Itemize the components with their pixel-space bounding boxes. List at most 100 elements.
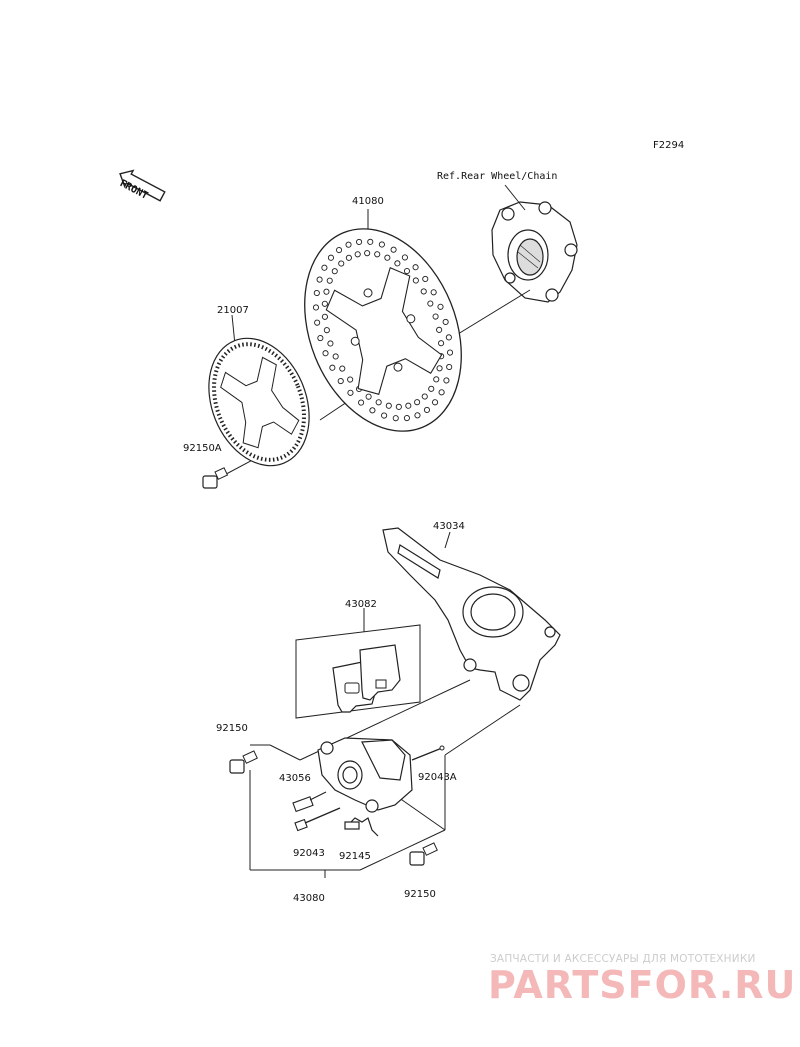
disc-hole: [385, 402, 392, 409]
label-92150-left: 92150: [216, 723, 248, 734]
figure-code: F2294: [653, 140, 685, 151]
brake-disc: [304, 228, 462, 432]
watermark-logo: PARTSFOR.RU: [488, 963, 797, 1007]
label-41080: 41080: [352, 196, 384, 207]
disc-hole: [381, 412, 388, 419]
disc-hole: [321, 264, 328, 271]
spring-icon: [344, 817, 379, 837]
disc-hole: [316, 276, 323, 283]
disc-hole: [432, 399, 439, 406]
disc-hole: [446, 363, 453, 371]
disc-hole: [335, 246, 343, 254]
disc-hole: [337, 377, 344, 385]
label-92150A: 92150A: [183, 443, 222, 454]
disc-hole: [384, 254, 391, 261]
label-92145: 92145: [339, 851, 371, 862]
disc-hole: [412, 264, 419, 271]
disc-hole: [437, 303, 444, 310]
pin-a-icon: [411, 745, 445, 761]
disc-hole: [438, 389, 445, 396]
label-92150-bottom: 92150: [404, 889, 436, 900]
disc-hole: [375, 399, 382, 406]
label-43082: 43082: [345, 599, 377, 610]
disc-hole: [365, 393, 372, 400]
disc-hole: [312, 304, 320, 311]
disc-hole: [446, 349, 454, 356]
disc-hole: [345, 254, 352, 261]
watermark-tagline: ЗАПЧАСТИ И АКСЕССУАРЫ ДЛЯ МОТОТЕХНИКИ: [490, 953, 756, 965]
disc-hole: [369, 407, 376, 414]
label-21007: 21007: [217, 305, 249, 316]
label-92043: 92043: [293, 848, 325, 859]
hub-carrier: [491, 201, 578, 303]
disc-hole: [420, 288, 427, 295]
disc-hole: [403, 267, 411, 275]
disc-hole: [432, 313, 439, 320]
front-arrow-icon: [119, 169, 166, 202]
disc-hole: [347, 389, 354, 396]
disc-hole: [322, 350, 329, 357]
disc-hole: [327, 254, 334, 261]
disc-hole: [339, 365, 346, 372]
disc-hole: [323, 288, 330, 295]
disc-hole: [354, 251, 361, 258]
disc-hole: [421, 393, 428, 400]
disc-hole: [394, 260, 401, 267]
disc-hole: [442, 318, 449, 325]
disc-hole: [314, 319, 321, 326]
pad-set-box: [295, 624, 421, 719]
label-43056: 43056: [279, 773, 311, 784]
disc-hole: [321, 300, 328, 307]
label-43034: 43034: [433, 521, 465, 532]
disc-hole: [443, 377, 450, 384]
disc-hole: [331, 268, 338, 275]
reference-note: Ref.Rear Wheel/Chain: [437, 171, 558, 182]
disc-hole: [347, 376, 354, 383]
disc-hole: [403, 414, 410, 422]
disc-hole: [323, 327, 330, 334]
bleeder-icon: [292, 791, 327, 813]
disc-hole: [364, 250, 371, 257]
disc-hole: [317, 335, 324, 342]
disc-hole: [332, 353, 339, 360]
disc-hole: [358, 399, 365, 406]
disc-hole: [374, 251, 381, 258]
disc-hole: [367, 238, 374, 245]
disc-hole: [338, 260, 345, 267]
disc-hole: [414, 412, 421, 419]
disc-hole: [345, 241, 352, 248]
disc-hole: [378, 241, 385, 248]
caliper-body: [317, 737, 413, 813]
disc-hole: [392, 415, 399, 422]
disc-hole: [428, 385, 435, 392]
disc-hole: [401, 254, 408, 261]
bolt-left-icon: [229, 750, 258, 774]
disc-hole: [430, 289, 437, 296]
disc-hole: [414, 399, 421, 406]
disc-hole: [321, 313, 328, 320]
disc-hole: [327, 340, 334, 347]
disc-hole: [436, 365, 443, 372]
disc-hole: [433, 376, 440, 383]
disc-hole: [313, 289, 320, 297]
disc-hole: [412, 277, 419, 284]
label-92043A: 92043A: [418, 772, 457, 783]
disc-hole: [445, 334, 452, 341]
caliper-bracket: [382, 527, 561, 701]
disc-hole: [438, 340, 445, 347]
disc-hole: [390, 246, 397, 253]
disc-hole: [427, 300, 434, 307]
disc-hole: [356, 238, 363, 246]
rotor-bolt-icon: [202, 467, 229, 489]
sensor-rotor: [208, 337, 310, 467]
label-43080: 43080: [293, 893, 325, 904]
disc-hole: [422, 275, 429, 283]
disc-hole: [436, 326, 443, 333]
disc-hole: [395, 403, 402, 410]
disc-hole: [326, 277, 333, 284]
pin-icon: [294, 807, 341, 832]
disc-hole: [423, 406, 431, 414]
bolt-bottom-icon: [409, 842, 438, 866]
disc-hole: [405, 402, 412, 409]
